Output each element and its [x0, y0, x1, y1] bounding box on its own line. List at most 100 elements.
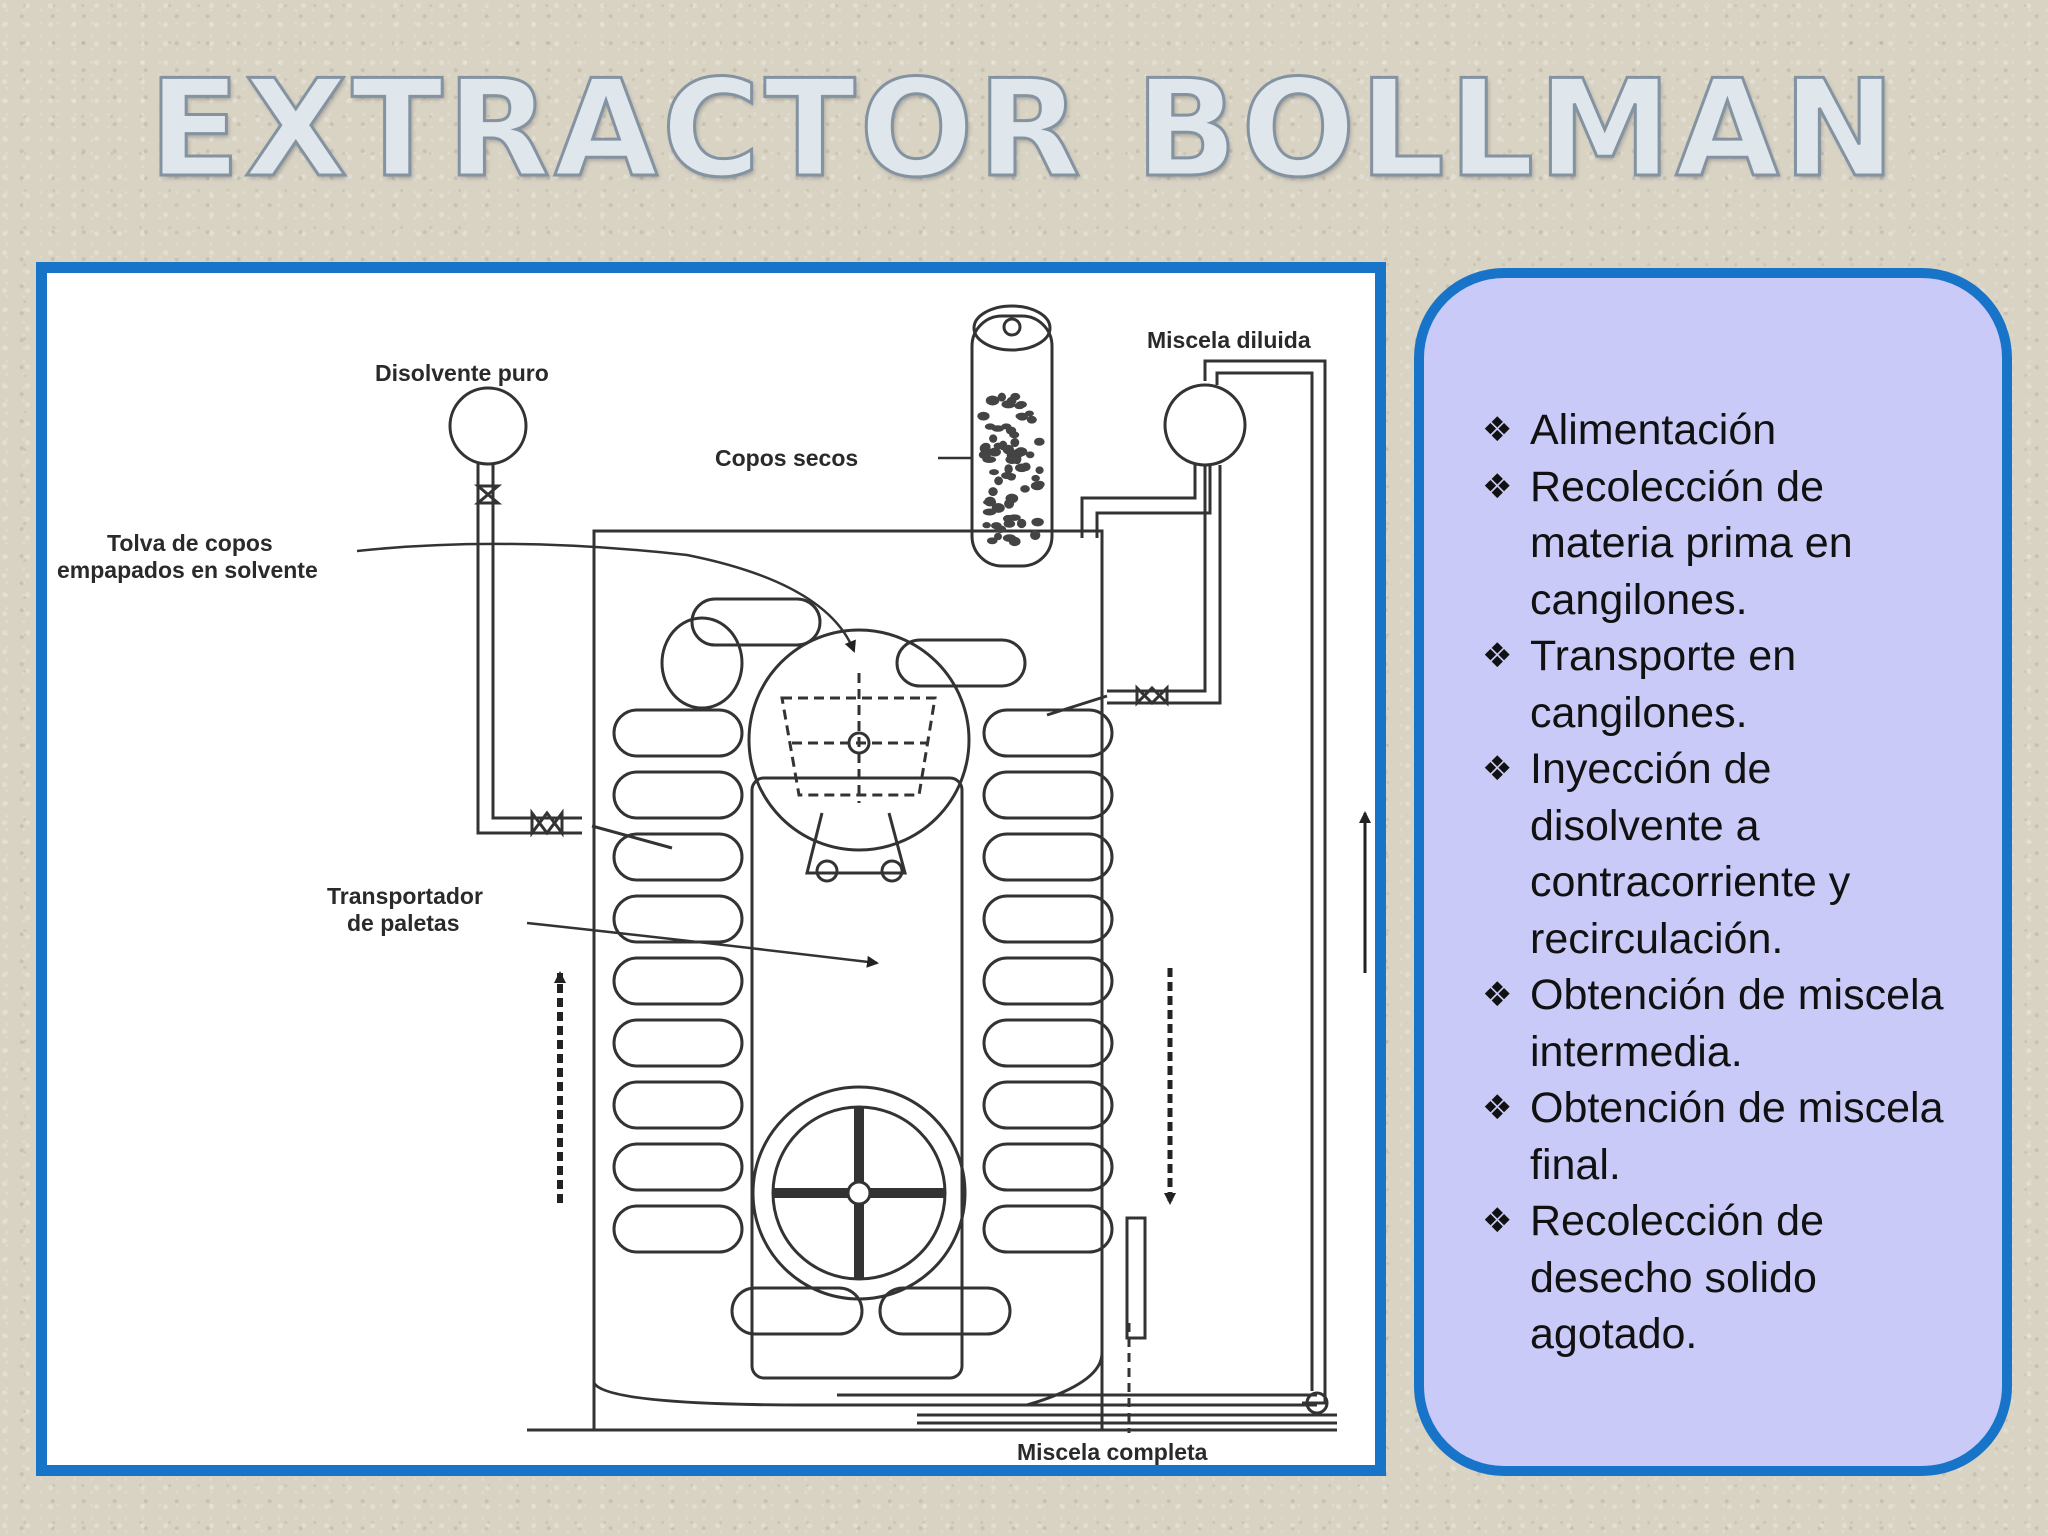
- flake: [1005, 455, 1019, 465]
- label-conveyor-line1: Transportador: [327, 883, 483, 909]
- label-dry-flakes: Copos secos: [715, 445, 858, 471]
- diamond-bullet-icon: ❖: [1482, 749, 1513, 789]
- bucket: [612, 956, 744, 1006]
- label-full-miscella: Miscela completa: [1017, 1439, 1208, 1465]
- flake: [979, 443, 991, 454]
- list-item: ❖ Inyección de disolvente a contracorrien…: [1482, 741, 1962, 967]
- bucket: [982, 1080, 1114, 1130]
- list-item: ❖Recolección de desecho solido agotado.: [1482, 1193, 1962, 1363]
- bucket: [612, 1018, 744, 1068]
- flake: [1002, 472, 1017, 480]
- bucket: [660, 616, 744, 710]
- bucket: [982, 894, 1114, 944]
- bucket: [982, 708, 1114, 758]
- dilute-miscella-line: [1046, 359, 1329, 1415]
- flake: [1007, 514, 1021, 521]
- step-text: Inyección de disolvente a contracorrient…: [1530, 745, 1851, 963]
- flake: [1034, 480, 1045, 489]
- flake: [1004, 464, 1013, 474]
- bucket: [612, 708, 744, 758]
- diamond-bullet-icon: ❖: [1482, 975, 1513, 1015]
- steps-list: ❖ Alimentación ❖ Recolección de materia pr…: [1482, 402, 1962, 1363]
- diamond-bullet-icon: ❖: [1482, 466, 1513, 507]
- hopper-leader: [356, 542, 856, 653]
- flake: [997, 392, 1007, 402]
- flake: [988, 487, 998, 497]
- label-pure-solvent: Disolvente puro: [375, 360, 549, 386]
- flake: [1014, 402, 1025, 410]
- bucket: [895, 638, 1027, 688]
- flow-arrows: [554, 811, 1371, 1205]
- vessel-bottom-curve: [592, 1352, 1104, 1407]
- flake: [1021, 462, 1031, 472]
- flake: [993, 532, 1003, 541]
- flake: [1009, 431, 1020, 439]
- flake: [989, 469, 999, 476]
- flake-hopper: [970, 304, 1054, 568]
- step-text: Alimentación: [1530, 406, 1777, 454]
- diamond-bullet-icon: ❖: [1482, 636, 1513, 676]
- step-text: Transporte en cangilones.: [1530, 632, 1797, 737]
- label-hopper-line1: Tolva de copos: [107, 530, 273, 556]
- flake: [993, 442, 1004, 450]
- diamond-bullet-icon: ❖: [1482, 1088, 1513, 1128]
- label-conveyor-line2: de paletas: [347, 910, 460, 936]
- flake: [1030, 530, 1041, 541]
- flake: [1014, 447, 1028, 457]
- bucket: [612, 1080, 744, 1130]
- step-text: Obtención de miscela intermedia.: [1530, 971, 1944, 1076]
- leader-lines: [356, 456, 972, 968]
- flake: [1002, 444, 1014, 455]
- steps-panel: ❖ Alimentación ❖ Recolección de materia pr…: [1414, 268, 2012, 1476]
- bucket: [982, 1142, 1114, 1192]
- belt-column: [750, 776, 964, 1380]
- top-sprocket-wheel: [747, 628, 971, 883]
- flake: [1035, 466, 1044, 474]
- step-text: Recolección de materia prima en cangilon…: [1530, 462, 1853, 624]
- flake: [1001, 423, 1012, 430]
- flake: [1010, 438, 1020, 448]
- bucket: [982, 956, 1114, 1006]
- flake: [994, 525, 1007, 533]
- bucket: [730, 1286, 864, 1336]
- step-text: Obtención de miscela final.: [1530, 1084, 1944, 1189]
- flake: [982, 508, 997, 516]
- bucket: [982, 1204, 1114, 1254]
- flake: [1005, 493, 1019, 504]
- list-item: ❖ Transporte en cangilones.: [1482, 628, 1962, 741]
- flake: [1031, 474, 1040, 482]
- flake: [1015, 412, 1028, 420]
- flake: [1026, 415, 1037, 424]
- flake: [994, 476, 1003, 486]
- extractor-diagram: Disolvente puro Copos secos Miscela dilu…: [57, 304, 1371, 1465]
- flake: [991, 425, 1005, 432]
- flake: [988, 447, 1001, 457]
- flake: [987, 395, 997, 402]
- bucket: [612, 770, 744, 820]
- step-text: Recolección de desecho solido agotado.: [1530, 1197, 1825, 1358]
- list-item: ❖ Obtención de miscela final.: [1482, 1080, 1962, 1193]
- diamond-bullet-icon: ❖: [1482, 410, 1513, 450]
- bottom-sprocket-wheel: [751, 1085, 967, 1301]
- flake: [982, 522, 991, 529]
- dry-flakes-fill: [977, 392, 1045, 547]
- buckets-group: [612, 597, 1114, 1336]
- flake: [989, 434, 998, 443]
- flake: [977, 411, 990, 421]
- flake: [1020, 485, 1030, 493]
- bucket: [612, 1204, 744, 1254]
- list-item: ❖ Recolección de materia prima en cangilo…: [1482, 459, 1962, 629]
- bucket: [982, 1018, 1114, 1068]
- slide-title: EXTRACTOR BOLLMAN: [147, 51, 1900, 207]
- flake: [1033, 437, 1045, 446]
- vessel-group: [592, 529, 1104, 1430]
- bucket: [612, 1142, 744, 1192]
- list-item: ❖ Alimentación: [1482, 402, 1962, 459]
- pure-solvent-line: [448, 386, 673, 850]
- bucket: [612, 832, 744, 882]
- bucket: [982, 832, 1114, 882]
- flake: [984, 496, 996, 507]
- label-hopper-line2: empapados en solvente: [57, 557, 318, 583]
- bucket: [982, 770, 1114, 820]
- flake: [986, 537, 998, 545]
